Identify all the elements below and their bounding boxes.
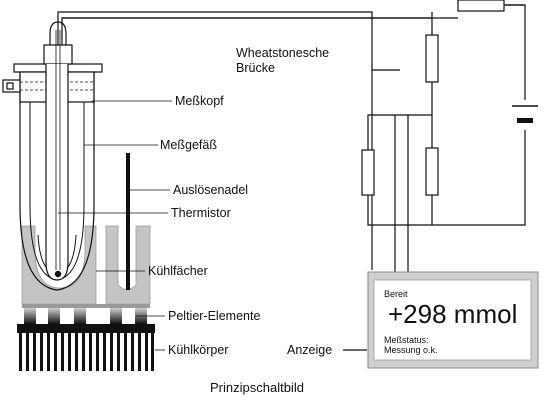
bridge-wiring	[57, 4, 526, 351]
label-ausloesenadel: Auslösenadel	[173, 183, 249, 197]
heat-sink	[17, 324, 155, 371]
label-kuehlfaecher: Kühlfächer	[148, 264, 208, 278]
battery-icon	[512, 105, 538, 123]
peltier-elements	[22, 304, 150, 324]
display-box	[367, 271, 539, 369]
display-value: +298 mmol	[388, 299, 518, 329]
label-kuehlkoerper: Kühlkörper	[168, 343, 229, 357]
resistor-middle-lower	[425, 147, 439, 196]
resistor-top	[457, 0, 505, 12]
display-messstatus-value: Messung o.k.	[384, 345, 438, 355]
label-bruecke-line1: Wheatstonesche	[236, 46, 330, 60]
display-status: Bereit	[384, 289, 408, 299]
display-messstatus-label: Meßstatus:	[384, 335, 429, 345]
trigger-needle	[126, 153, 130, 290]
leader-lines	[58, 100, 172, 351]
label-messkopf: Meßkopf	[175, 94, 224, 108]
label-bruecke-line2: Brücke	[236, 61, 275, 75]
label-peltier: Peltier-Elemente	[168, 309, 261, 323]
cooling-block	[21, 225, 151, 305]
resistor-middle-upper	[425, 34, 439, 83]
resistor-left	[361, 149, 375, 196]
label-thermistor: Thermistor	[171, 206, 231, 220]
label-anzeige: Anzeige	[287, 343, 333, 357]
label-messgefaess: Meßgefäß	[160, 138, 217, 152]
thermistor-probe	[43, 21, 73, 281]
diagram-caption: Prinzipschaltbild	[210, 380, 304, 395]
